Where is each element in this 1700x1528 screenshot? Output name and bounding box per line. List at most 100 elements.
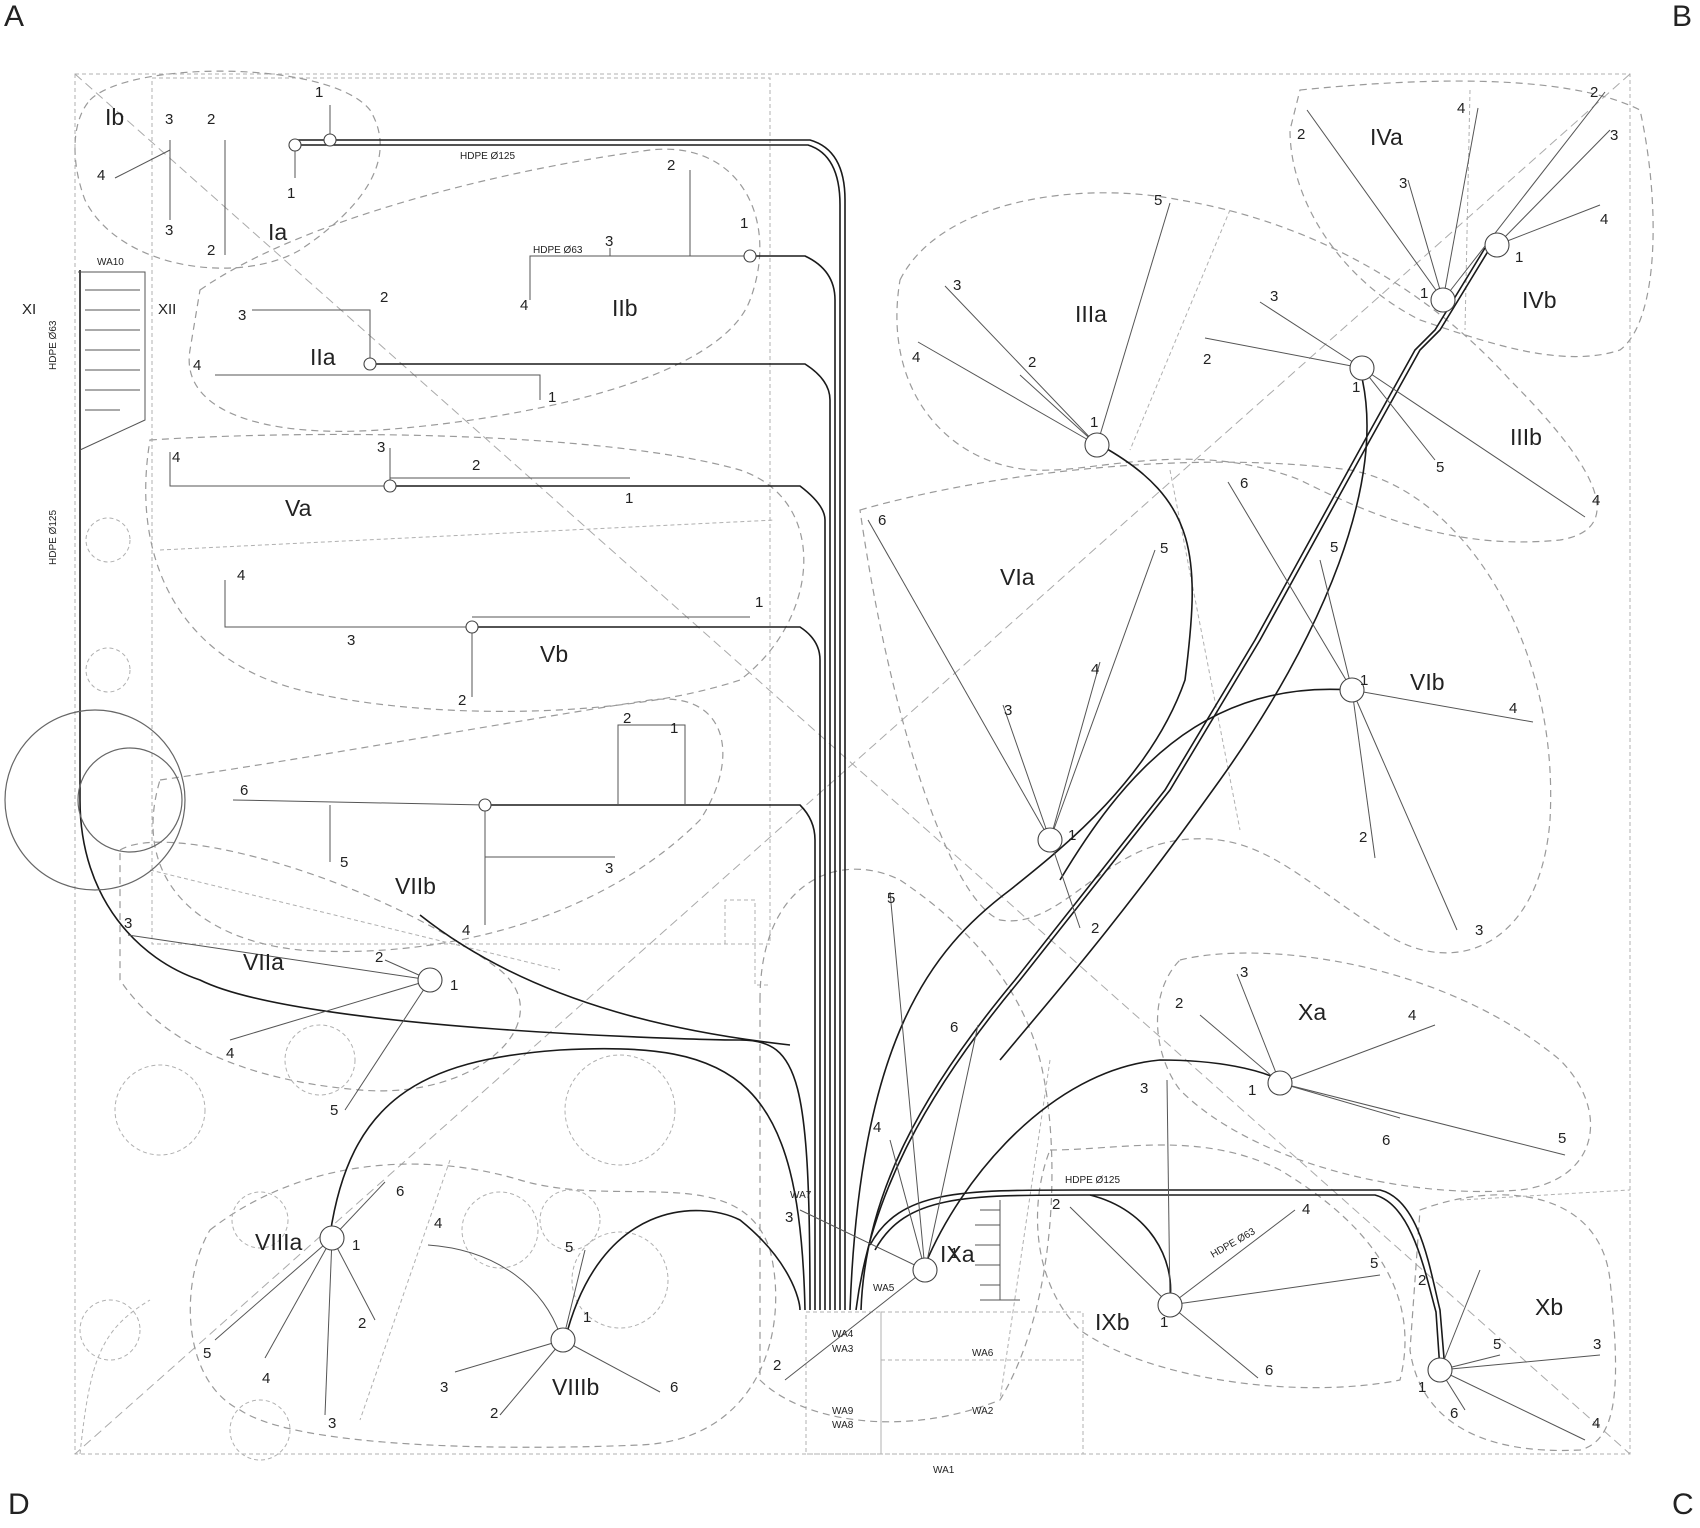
point-number: 3 [1475,922,1483,939]
point-number: 2 [1418,1272,1426,1289]
point-number: 6 [1382,1132,1390,1149]
valve-label-wa2: WA2 [972,1406,994,1417]
sprinkler-points: 1 3 2 4 3 2 1 2 1 3 4 3 2 4 1 4 3 2 1 4 1 3 2 2 1 6 5 3 4 3 2 1 4 5 6 1 2 5 4 3… [97,84,1618,1432]
zone-label-ixb: IXb [1095,1309,1130,1335]
zone-label-ivb: IVb [1522,287,1557,313]
point-number: 4 [97,167,105,184]
corner-label-a: A [4,0,25,33]
point-number: 6 [950,1019,958,1036]
point-number: 6 [1265,1362,1273,1379]
point-number: 1 [1068,827,1076,844]
corner-label-c: C [1672,1488,1694,1521]
point-number: 1 [740,215,748,232]
point-number: 5 [330,1102,338,1119]
point-number: 4 [1457,100,1465,117]
point-number: 1 [583,1309,591,1326]
point-number: 4 [1600,211,1608,228]
valve-label-wa5: WA5 [873,1283,895,1294]
corner-label-d: D [8,1488,30,1521]
zone-label-ixa: IXa [940,1241,975,1267]
point-number: 4 [193,357,201,374]
zone-label-xi: XI [22,301,36,318]
point-number: 2 [667,157,675,174]
valve-label-wa10: WA10 [97,257,124,268]
point-number: 1 [1360,672,1368,689]
point-number: 2 [1028,354,1036,371]
point-number: 4 [172,449,180,466]
point-number: 4 [262,1370,270,1387]
point-number: 5 [340,854,348,871]
point-number: 4 [226,1045,234,1062]
point-number: 1 [450,977,458,994]
point-number: 2 [207,111,215,128]
point-number: 5 [1160,540,1168,557]
zone-label-iiib: IIIb [1510,424,1542,450]
point-number: 1 [315,84,323,101]
valve-label-wa4: WA4 [832,1329,854,1340]
point-number: 5 [1558,1130,1566,1147]
point-number: 2 [1359,829,1367,846]
point-number: 5 [887,890,895,907]
point-number: 1 [287,185,295,202]
point-number: 4 [462,922,470,939]
point-number: 2 [1052,1196,1060,1213]
point-number: 4 [1509,700,1517,717]
point-number: 2 [458,692,466,709]
point-number: 3 [605,233,613,250]
point-number: 3 [785,1209,793,1226]
point-number: 3 [238,307,246,324]
zone-label-xii: XII [158,301,176,318]
hubs [288,133,1510,1383]
point-number: 4 [1592,1415,1600,1432]
point-number: 3 [440,1379,448,1396]
point-number: 3 [1270,288,1278,305]
point-number: 5 [1493,1336,1501,1353]
point-number: 4 [434,1215,442,1232]
point-number: 3 [1610,127,1618,144]
point-number: 6 [670,1379,678,1396]
point-number: 6 [396,1183,404,1200]
point-number: 4 [237,567,245,584]
zone-label-xa: Xa [1298,999,1326,1025]
point-number: 6 [878,512,886,529]
point-number: 1 [1420,285,1428,302]
manifold-ixb [975,1200,1020,1301]
point-number: 1 [548,389,556,406]
point-number: 2 [1590,84,1598,101]
zone-label-vb: Vb [540,641,568,667]
diagonal-bd [74,73,1631,1455]
valve-box-wa4 [805,1311,882,1455]
zone-label-iib: IIb [612,295,638,321]
point-number: 3 [1593,1336,1601,1353]
point-number: 1 [1418,1379,1426,1396]
point-number: 4 [873,1119,881,1136]
valve-labels: WA10 WA7 WA5 WA4 WA3 WA6 WA9 WA8 WA2 WA1 [97,257,994,1476]
main-pipes [79,139,1491,1371]
corner-label-b: B [1672,0,1693,33]
valve-label-wa6: WA6 [972,1348,994,1359]
zone-label-viib: VIIb [395,873,436,899]
point-number: 5 [1154,192,1162,209]
pipe-label-hdpe63-iib: HDPE Ø63 [533,245,583,256]
point-number: 3 [165,222,173,239]
zone-label-via: VIa [1000,564,1035,590]
point-number: 3 [953,277,961,294]
point-number: 3 [1399,175,1407,192]
zone-label-ia: Ia [268,219,287,245]
point-number: 1 [755,594,763,611]
zone-label-ib: Ib [105,104,124,130]
valve-label-wa9: WA9 [832,1406,854,1417]
point-number: 2 [380,289,388,306]
point-number: 4 [1592,492,1600,509]
point-number: 5 [1330,539,1338,556]
point-number: 2 [1203,351,1211,368]
point-number: 4 [520,297,528,314]
point-number: 2 [623,710,631,727]
point-number: 2 [1297,126,1305,143]
point-number: 2 [358,1315,366,1332]
zone-label-iiia: IIIa [1075,301,1107,327]
point-number: 3 [377,439,385,456]
point-number: 4 [1302,1201,1310,1218]
point-number: 2 [1091,920,1099,937]
